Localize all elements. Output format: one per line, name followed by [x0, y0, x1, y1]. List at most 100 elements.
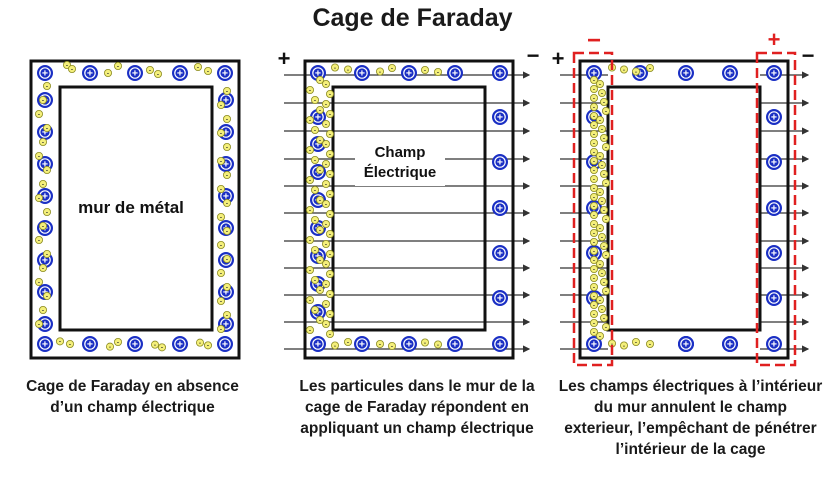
svg-text:-: - [197, 64, 199, 71]
electron-charge: - [600, 169, 609, 178]
svg-text:-: - [38, 153, 40, 160]
electron-charge: - [590, 219, 599, 228]
electron-charge: - [620, 65, 629, 74]
electron-charge: - [305, 116, 314, 124]
electron-charge: - [39, 137, 48, 146]
electron-charge: - [106, 342, 115, 351]
electron-charge: - [222, 282, 231, 291]
svg-text:-: - [220, 326, 222, 333]
svg-text:-: - [325, 121, 327, 128]
electron-charge: - [325, 110, 334, 118]
proton-charge: + [492, 290, 508, 306]
electron-charge: - [114, 62, 123, 70]
svg-text:+: + [87, 68, 93, 80]
electron-charge: - [35, 235, 44, 244]
electron-charge: - [222, 254, 231, 263]
svg-text:-: - [601, 126, 603, 133]
electron-charge: - [596, 151, 605, 160]
svg-text:-: - [605, 324, 607, 331]
proton-charge: + [766, 65, 782, 81]
electron-charge: - [35, 277, 44, 286]
svg-text:-: - [623, 67, 625, 74]
svg-text:-: - [601, 270, 603, 277]
svg-text:-: - [334, 343, 336, 350]
svg-text:-: - [593, 293, 595, 300]
electron-charge: - [216, 156, 225, 165]
svg-text:-: - [38, 195, 40, 202]
electron-charge: - [590, 129, 599, 138]
electron-charge: - [321, 299, 330, 308]
electron-charge: - [43, 124, 52, 132]
svg-text:-: - [309, 207, 311, 214]
svg-text:-: - [309, 87, 311, 94]
svg-text:+: + [771, 248, 777, 260]
svg-text:-: - [325, 261, 327, 268]
svg-text:-: - [325, 321, 327, 328]
electron-charge: - [598, 160, 607, 169]
electron-charge: - [590, 138, 599, 147]
svg-text:+: + [591, 339, 597, 351]
svg-text:-: - [42, 223, 44, 230]
svg-text:-: - [314, 247, 316, 254]
electron-charge: - [590, 94, 599, 102]
svg-text:-: - [601, 234, 603, 241]
proton-charge: + [492, 200, 508, 216]
svg-text:+: + [591, 68, 597, 80]
svg-text:+: + [727, 68, 733, 80]
svg-text:-: - [391, 343, 393, 350]
svg-text:-: - [46, 209, 48, 216]
svg-text:-: - [593, 212, 595, 219]
electron-charge: - [596, 116, 605, 124]
electron-charge: - [602, 286, 611, 295]
electron-charge: - [310, 215, 319, 224]
svg-text:-: - [599, 225, 601, 232]
svg-text:-: - [603, 243, 605, 250]
electron-charge: - [590, 327, 599, 336]
svg-text:-: - [325, 281, 327, 288]
electron-charge: - [39, 221, 48, 230]
svg-text:+: + [497, 248, 503, 260]
electron-charge: - [602, 142, 611, 151]
proton-charge: + [82, 336, 98, 352]
electron-charge: - [39, 179, 48, 188]
electron-charge: - [315, 285, 324, 294]
svg-text:-: - [599, 261, 601, 268]
svg-text:-: - [593, 185, 595, 192]
electron-charge: - [325, 329, 334, 338]
svg-text:-: - [314, 127, 316, 134]
svg-text:-: - [605, 144, 607, 151]
svg-text:-: - [309, 327, 311, 334]
svg-text:-: - [325, 181, 327, 188]
svg-text:-: - [46, 83, 48, 90]
cage-inner-wall [331, 85, 487, 332]
svg-text:-: - [593, 113, 595, 120]
svg-text:-: - [314, 187, 316, 194]
electron-charge: - [216, 212, 225, 221]
electron-charge: - [305, 205, 314, 214]
electron-charge: - [343, 337, 352, 346]
svg-text:-: - [319, 137, 321, 144]
svg-text:+: + [315, 279, 321, 291]
panel3-charges: +++++++++++++++++++++-------------------… [586, 63, 782, 352]
svg-text:-: - [325, 221, 327, 228]
electron-charge: - [66, 339, 75, 348]
electron-charge: - [310, 155, 319, 164]
label-background [355, 138, 445, 186]
metal-wall-label: mur de métal [78, 198, 184, 217]
svg-text:+: + [406, 68, 412, 80]
svg-text:-: - [207, 343, 209, 350]
svg-text:-: - [226, 88, 228, 95]
electron-charge: - [203, 341, 212, 350]
electron-charge: - [590, 103, 599, 111]
electron-charge: - [310, 305, 319, 314]
svg-text:-: - [309, 267, 311, 274]
electron-charge: - [590, 210, 599, 219]
svg-text:-: - [117, 339, 119, 346]
electron-charge: - [325, 209, 334, 218]
electron-charge: - [43, 249, 52, 258]
electron-charge: - [620, 341, 629, 350]
electron-charge: - [321, 239, 330, 248]
svg-text:-: - [603, 135, 605, 142]
electron-charge: - [153, 70, 162, 78]
svg-text:+: + [497, 293, 503, 305]
